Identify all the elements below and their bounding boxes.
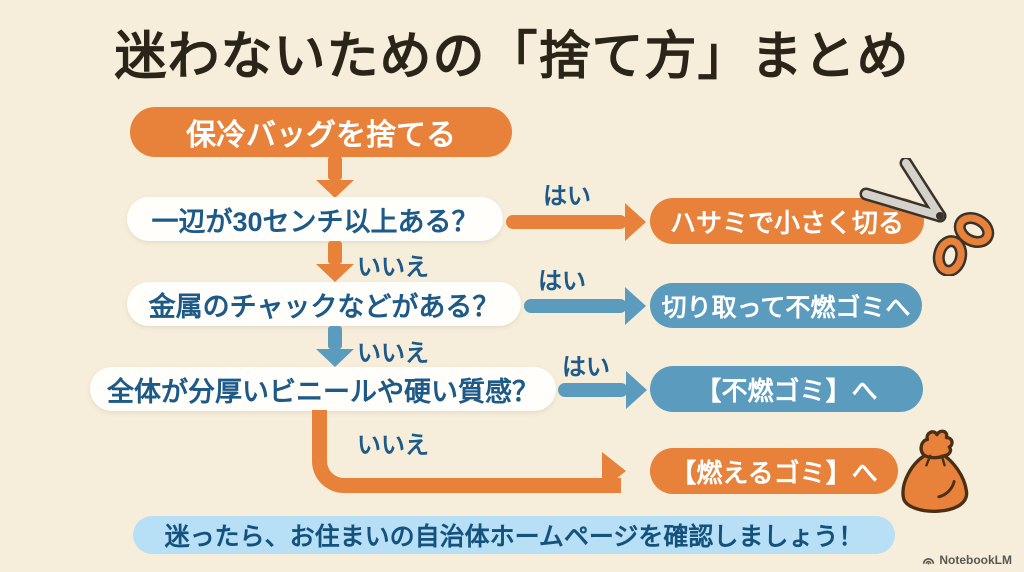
arrow-down-start-to-q1 xyxy=(316,156,354,198)
yes-label-1: はい xyxy=(543,183,591,210)
no-label-2: いいえ xyxy=(357,340,429,367)
scissors-icon xyxy=(859,158,995,276)
watermark: NotebookLM xyxy=(922,553,1012,567)
no-label-3: いいえ xyxy=(357,432,429,459)
yes-label-2: はい xyxy=(538,268,586,295)
arrow-right-q3-yes xyxy=(558,371,647,409)
connector-q3-no-to-final xyxy=(312,410,621,493)
question-3: 全体が分厚いビニールや硬い質感？ xyxy=(90,367,556,411)
start-node: 保冷バッグを捨てる xyxy=(130,107,512,157)
trash-bag-icon xyxy=(901,429,969,513)
arrow-down-q2-to-q3 xyxy=(316,326,354,367)
result-1: ハサミで小さく切る xyxy=(650,198,924,244)
question-2: 金属のチャックなどがある？ xyxy=(127,282,521,326)
arrow-down-q1-to-q2 xyxy=(316,241,354,282)
question-1: 一辺が30センチ以上ある？ xyxy=(127,197,503,241)
no-label-1: いいえ xyxy=(357,254,429,281)
result-3: 【不燃ゴミ】へ xyxy=(650,366,923,412)
footer-note: 迷ったら、お住まいの自治体ホームページを確認しましょう！ xyxy=(133,516,895,554)
arrow-right-q2-yes xyxy=(524,287,646,325)
result-final: 【燃えるゴミ】へ xyxy=(650,448,898,494)
page-title: 迷わないための「捨て方」まとめ xyxy=(114,28,910,86)
yes-label-3: はい xyxy=(562,354,610,381)
connector-arrowhead xyxy=(602,452,626,490)
notebooklm-logo-icon xyxy=(923,557,935,565)
result-2: 切り取って不燃ゴミへ xyxy=(650,283,922,328)
watermark-label: NotebookLM xyxy=(939,553,1012,567)
arrow-right-q1-yes xyxy=(506,203,646,241)
